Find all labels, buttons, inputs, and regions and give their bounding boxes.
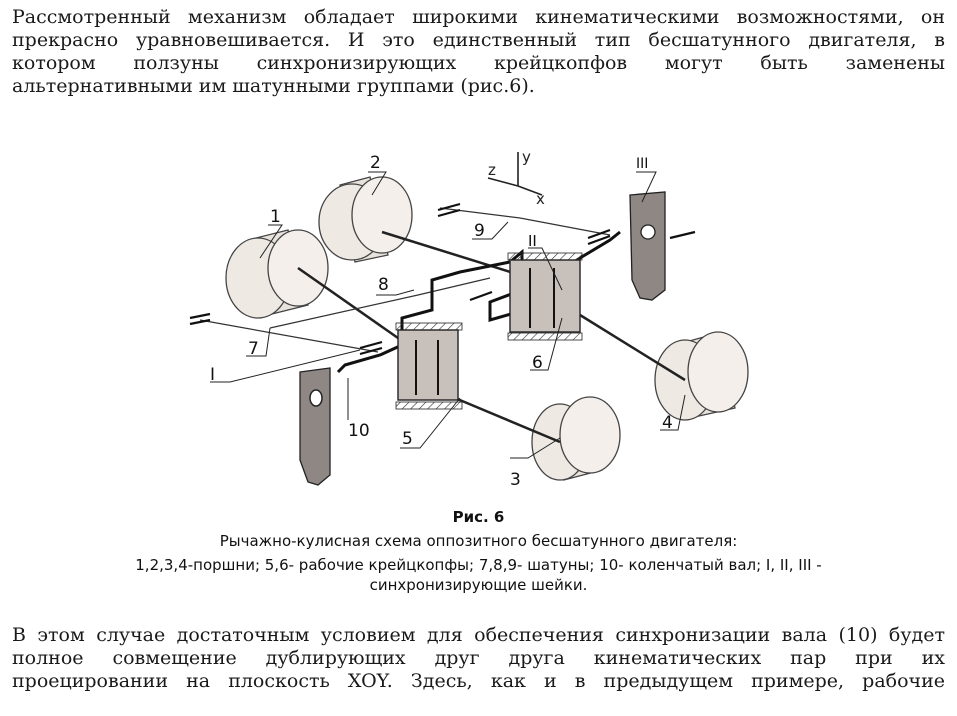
label-piston-4: 4 [662, 413, 673, 433]
text-line: прекрасно уравновешивается. И это единст… [12, 29, 945, 51]
label-rod-7: 7 [248, 339, 259, 359]
label-rod-9: 9 [474, 221, 485, 241]
leader-lines [210, 171, 686, 459]
connecting-rods [199, 207, 611, 353]
text-line: котором ползуны синхронизирующих крейцко… [12, 52, 945, 74]
axis-y-label: y [522, 148, 531, 166]
piston-1 [225, 229, 329, 319]
figure-caption-legend-line: синхронизирующие шейки. [369, 576, 588, 594]
text-line: полное совмещение дублирующих друг друга… [12, 647, 945, 669]
label-crosshead-5: 5 [402, 429, 413, 449]
text-line: проецировании на плоскость XOY. Здесь, к… [12, 670, 945, 692]
piston-rods [297, 230, 686, 444]
axis-z-label: z [488, 161, 496, 179]
label-piston-1: 1 [270, 207, 281, 227]
followup-paragraph: В этом случае достаточным условием для о… [12, 624, 945, 693]
label-piston-3: 3 [510, 470, 521, 490]
label-shaft-10: 10 [348, 421, 370, 441]
axis-x-label: x [536, 190, 545, 208]
label-crosshead-6: 6 [532, 353, 543, 373]
label-piston-2: 2 [370, 153, 381, 173]
figure-caption-subtitle: Рычажно-кулисная схема оппозитного бесша… [219, 532, 738, 550]
intro-paragraph: Рассмотренный механизм обладает широкими… [12, 6, 945, 98]
bearing-marks [189, 202, 696, 356]
crosshead-6 [507, 252, 583, 341]
piston-2 [318, 176, 413, 263]
label-rod-8: 8 [378, 275, 389, 295]
label-journal-III: III [636, 156, 648, 172]
engine-scheme-figure: y x z [189, 148, 749, 490]
text-line: В этом случае достаточным условием для о… [12, 624, 945, 646]
piston-4 [654, 331, 749, 421]
crosshead-5 [395, 322, 463, 410]
text-line: альтернативными им шатунными группами (р… [12, 75, 535, 97]
text-line: Рассмотренный механизм обладает широкими… [12, 6, 945, 28]
label-journal-II: II [528, 232, 537, 250]
piston-3 [531, 396, 621, 481]
journal-III-bracket [629, 191, 666, 301]
journal-I-bracket [299, 367, 331, 486]
figure-caption-title: Рис. 6 [452, 508, 505, 526]
coordinate-axes [487, 152, 543, 196]
label-journal-I: I [210, 365, 215, 385]
figure-caption-legend-line: 1,2,3,4-поршни; 5,6- рабочие крейцкопфы;… [135, 556, 822, 574]
